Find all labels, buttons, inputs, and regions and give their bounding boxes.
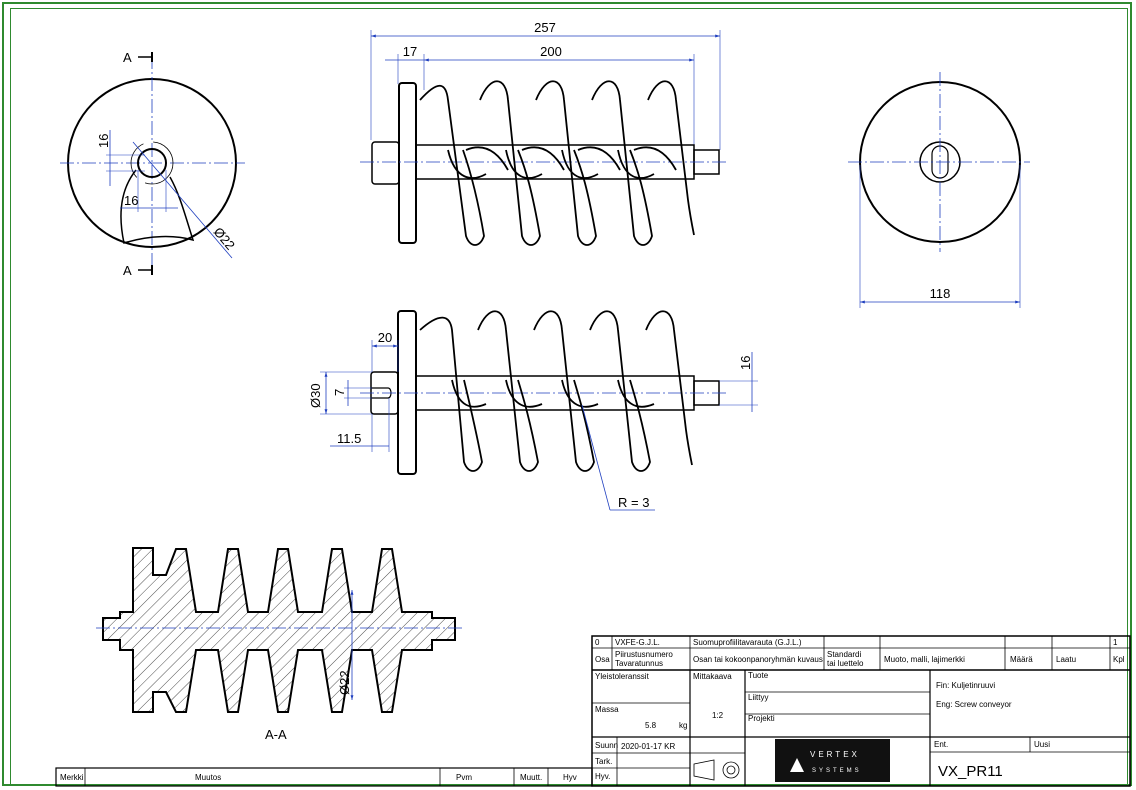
tb-piirustusnumero: Piirustusnumero [615, 650, 673, 659]
dim-20: 20 [378, 330, 392, 345]
shaft-outline-left [130, 141, 174, 185]
dim-118: 118 [930, 286, 951, 301]
dim-17: 17 [403, 44, 417, 59]
tb-laatu: Laatu [1056, 655, 1076, 664]
dim-200: 200 [540, 44, 562, 59]
shaft-stub-left [371, 141, 400, 185]
tb-row0-c0: 0 [595, 638, 600, 647]
tb-mittakaava: Mittakaava [693, 672, 732, 681]
dim-radius: R = 3 [618, 495, 649, 510]
tb-row0-c1: VXFE-G.J.L. [615, 638, 660, 647]
tb-uusi: Uusi [1034, 740, 1050, 749]
flange-front [398, 82, 417, 244]
tb-name-eng: Eng: Screw conveyor [936, 700, 1012, 709]
leader-dia-22 [132, 141, 233, 259]
tb-ent: Ent. [934, 740, 948, 749]
title-block-text: 0 VXFE-G.J.L. Suomuprofiilitavarauta (G.… [595, 638, 1125, 781]
tb-kuvaus: Osan tai kokoonpanoryhmän kuvaus [693, 655, 823, 664]
vertex-logo [775, 739, 890, 782]
dim-dia-22-section: Ø22 [337, 670, 352, 695]
revision-bar: Merkki Muutos Pvm Muutt. Hyv [55, 767, 593, 787]
tb-logo-sub: SYSTEMS [812, 768, 862, 774]
dim-dia-22-left: Ø22 [211, 224, 238, 252]
flight-profile-left [120, 169, 195, 244]
dim-16-horizontal: 16 [124, 193, 138, 208]
tb-liittyy: Liittyy [748, 693, 768, 702]
tb-tai-luettelo: tai luettelo [827, 659, 864, 668]
tb-row0-c8: 1 [1113, 638, 1118, 647]
projection-cone-icon [693, 759, 715, 781]
dim-7: 7 [332, 389, 347, 396]
tb-suunn-value: 2020-01-17 KR [621, 742, 675, 751]
tb-drawing-number: VX_PR11 [938, 763, 1003, 780]
tb-name-fin: Fin: Kuljetinruuvi [936, 681, 995, 690]
title-block [591, 635, 1131, 787]
projection-circle-icon [722, 761, 740, 779]
leader-radius [581, 404, 611, 511]
tb-logo-text: VERTEX [810, 750, 860, 759]
flights-mid [419, 310, 693, 472]
tb-yleistoleranssit: Yleistoleranssit [595, 672, 650, 681]
rev-muutos: Muutos [195, 773, 221, 782]
shaft-circle-left [137, 148, 167, 178]
tb-suunn: Suunn [595, 741, 618, 750]
section-marker-top: A [123, 50, 132, 65]
dim-257: 257 [534, 20, 556, 35]
section-view: Ø22 A-A [96, 547, 462, 742]
dim-11-5: 11.5 [337, 431, 361, 446]
tb-massa-unit: kg [679, 721, 687, 730]
tb-standardi: Standardi [827, 650, 861, 659]
logo-triangle-icon [790, 758, 804, 772]
tb-massa: Massa [595, 705, 619, 714]
tb-tavaratunnus: Tavaratunnus [615, 659, 663, 668]
left-end-view: A A 16 16 Ø22 [60, 50, 245, 278]
tb-scale: 1:2 [712, 711, 724, 720]
right-end-view: 118 [848, 72, 1030, 308]
tb-tuote: Tuote [748, 671, 769, 680]
tb-row0-c2: Suomuprofiilitavarauta (G.J.L.) [693, 638, 802, 647]
dim-16-mid: 16 [738, 356, 753, 370]
rev-pvm: Pvm [456, 773, 472, 782]
section-marker-bottom: A [123, 263, 132, 278]
middle-view: 20 Ø30 7 11.5 16 R = 3 [308, 310, 758, 511]
tb-massa-value: 5.8 [645, 721, 657, 730]
rev-muutt: Muutt. [520, 773, 542, 782]
section-body [102, 547, 456, 713]
tb-maara: Määrä [1010, 655, 1033, 664]
rev-hyv: Hyv [563, 773, 577, 782]
tb-hyv: Hyv. [595, 772, 610, 781]
flange-mid [397, 310, 417, 475]
front-view: 257 17 200 [360, 20, 728, 246]
title-block-frame [591, 635, 1131, 787]
tb-kpl: Kpl [1113, 655, 1125, 664]
flights-front [419, 80, 695, 246]
tb-projekti: Projekti [748, 714, 775, 723]
tb-tark: Tark. [595, 757, 612, 766]
section-label: A-A [265, 727, 287, 742]
dim-dia-30: Ø30 [308, 383, 323, 408]
rev-merkki: Merkki [60, 773, 84, 782]
tb-osa: Osa [595, 655, 610, 664]
dim-16-vertical: 16 [96, 134, 111, 148]
tb-muoto: Muoto, malli, lajimerkki [884, 655, 965, 664]
